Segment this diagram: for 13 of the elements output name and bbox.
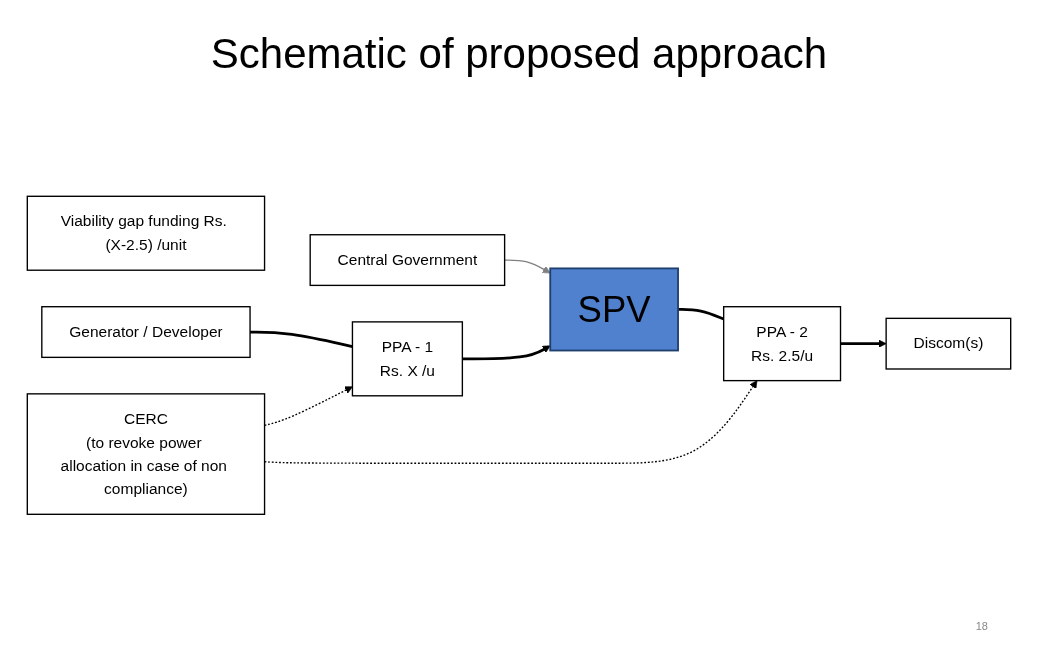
title: Schematic of proposed approach [209, 29, 829, 79]
node-box: Central Government [309, 233, 506, 286]
node-box: CERC (to revoke power allocation in case of non compliance) [26, 392, 266, 515]
node-box: Viability gap funding Rs. (X-2.5) /unit [26, 195, 266, 271]
node-box: Discom(s) [885, 317, 1012, 370]
arrow [462, 345, 551, 360]
node-box: SPV [549, 267, 679, 352]
node-box: Generator / Developer [41, 305, 251, 358]
connector [250, 330, 353, 348]
node-box: PPA - 2 Rs. 2.5/u [723, 305, 842, 381]
node-box: PPA - 1 Rs. X /u [351, 320, 464, 397]
page-number: 18 [975, 620, 988, 632]
arrow [840, 339, 887, 348]
